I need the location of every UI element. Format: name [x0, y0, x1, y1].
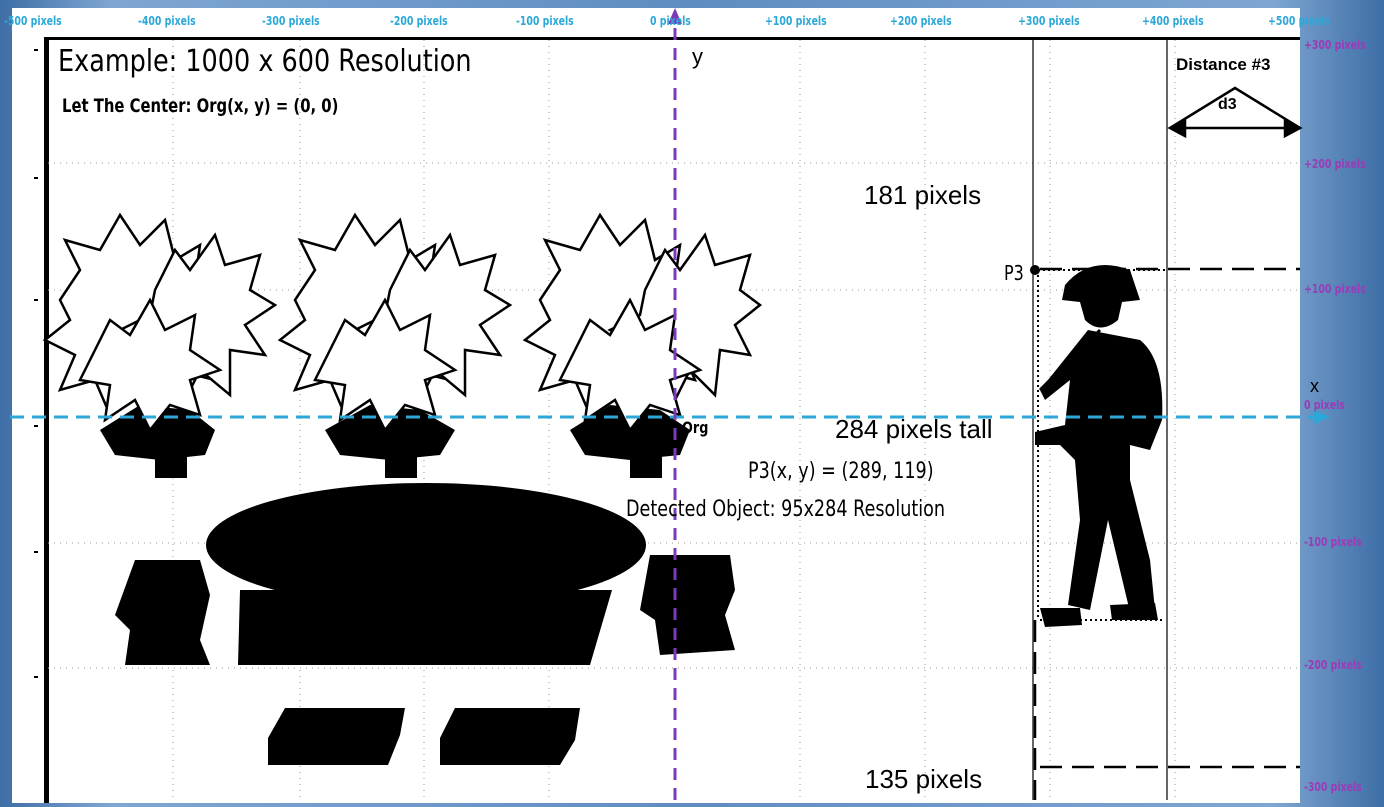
x-tick: +400 pixels: [1142, 14, 1204, 28]
x-tick: +100 pixels: [765, 14, 827, 28]
y-tick: +100 pixels: [1304, 282, 1366, 296]
p3-point: [1030, 265, 1040, 275]
diagram-title: Example: 1000 x 600 Resolution: [58, 44, 472, 79]
x-tick: +300 pixels: [1018, 14, 1080, 28]
tree-1-foliage: [45, 215, 275, 430]
x-tick: -400 pixels: [138, 14, 196, 28]
y-tick: +300 pixels: [1304, 38, 1366, 52]
top-gap-label: 181 pixels: [864, 180, 981, 211]
pedestrian: [1035, 265, 1162, 627]
x-tick: -300 pixels: [262, 14, 320, 28]
y-tick: -100 pixels: [1304, 535, 1362, 549]
y-tick: 0 pixels: [1304, 398, 1345, 412]
tree-3-foliage: [525, 215, 760, 430]
y-axis-label: y: [692, 44, 703, 70]
x-axis-label: x: [1310, 376, 1319, 397]
diagram-subtitle: Let The Center: Org(x, y) = (0, 0): [62, 95, 338, 117]
d3-label: d3: [1218, 96, 1237, 114]
x-tick: -100 pixels: [516, 14, 574, 28]
p3-label: P3: [1004, 261, 1024, 285]
detected-object-label: Detected Object: 95x284 Resolution: [626, 497, 945, 522]
x-tick: 0 pixels: [650, 14, 691, 28]
tree-2-foliage: [280, 215, 510, 430]
height-label: 284 pixels tall: [835, 414, 993, 445]
picnic-table: [115, 483, 735, 765]
x-tick: +500 pixels: [1268, 14, 1330, 28]
x-tick: -200 pixels: [390, 14, 448, 28]
left-ticks: [34, 50, 38, 677]
origin-label: Org: [682, 418, 708, 437]
distance-label: Distance #3: [1176, 55, 1271, 75]
y-tick: +200 pixels: [1304, 157, 1366, 171]
x-tick: +200 pixels: [890, 14, 952, 28]
p3-coordinates: P3(x, y) = (289, 119): [748, 459, 934, 484]
bottom-gap-label: 135 pixels: [865, 764, 982, 795]
x-tick: -500 pixels: [4, 14, 62, 28]
y-tick: -300 pixels: [1304, 780, 1362, 794]
y-tick: -200 pixels: [1304, 658, 1362, 672]
